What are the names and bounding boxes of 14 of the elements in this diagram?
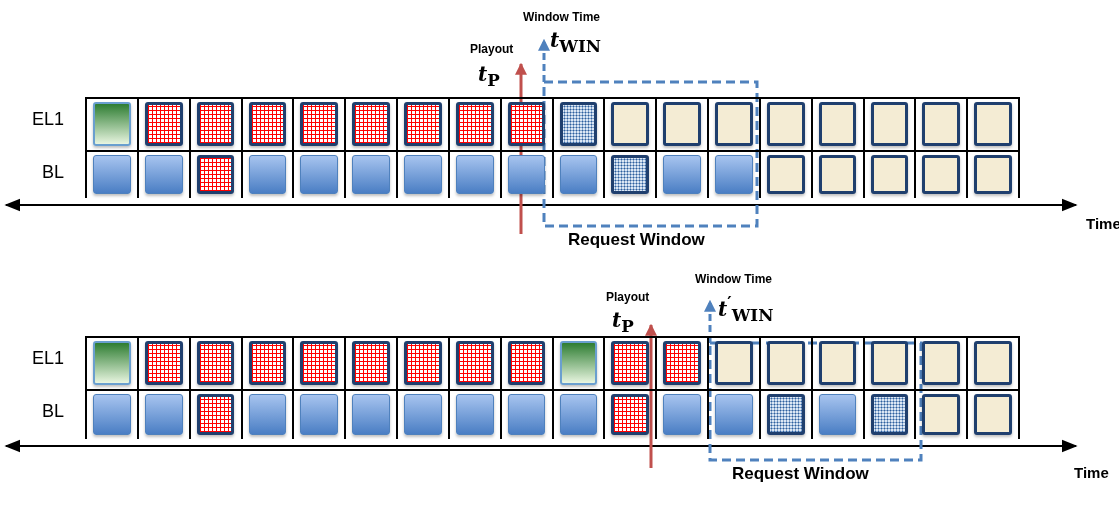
math-symbol: t$_{WIN}$ <box>550 28 601 56</box>
axis-label: Playout <box>470 42 514 56</box>
window-label: Request Window <box>568 230 705 250</box>
row-label: BL <box>42 401 65 422</box>
row-label: EL1 <box>32 109 65 130</box>
row-label: EL1 <box>32 348 65 369</box>
axis-label: Window Time <box>695 272 772 286</box>
axis-label: Window Time <box>523 10 600 24</box>
window-label: Request Window <box>732 464 869 484</box>
axis-label: Time <box>1074 464 1109 481</box>
math-symbol: t$_{P}$ <box>478 62 500 90</box>
row-label: BL <box>42 162 65 183</box>
math-symbol: t$_{P}$ <box>612 308 634 336</box>
axis-label: Playout <box>606 290 650 304</box>
